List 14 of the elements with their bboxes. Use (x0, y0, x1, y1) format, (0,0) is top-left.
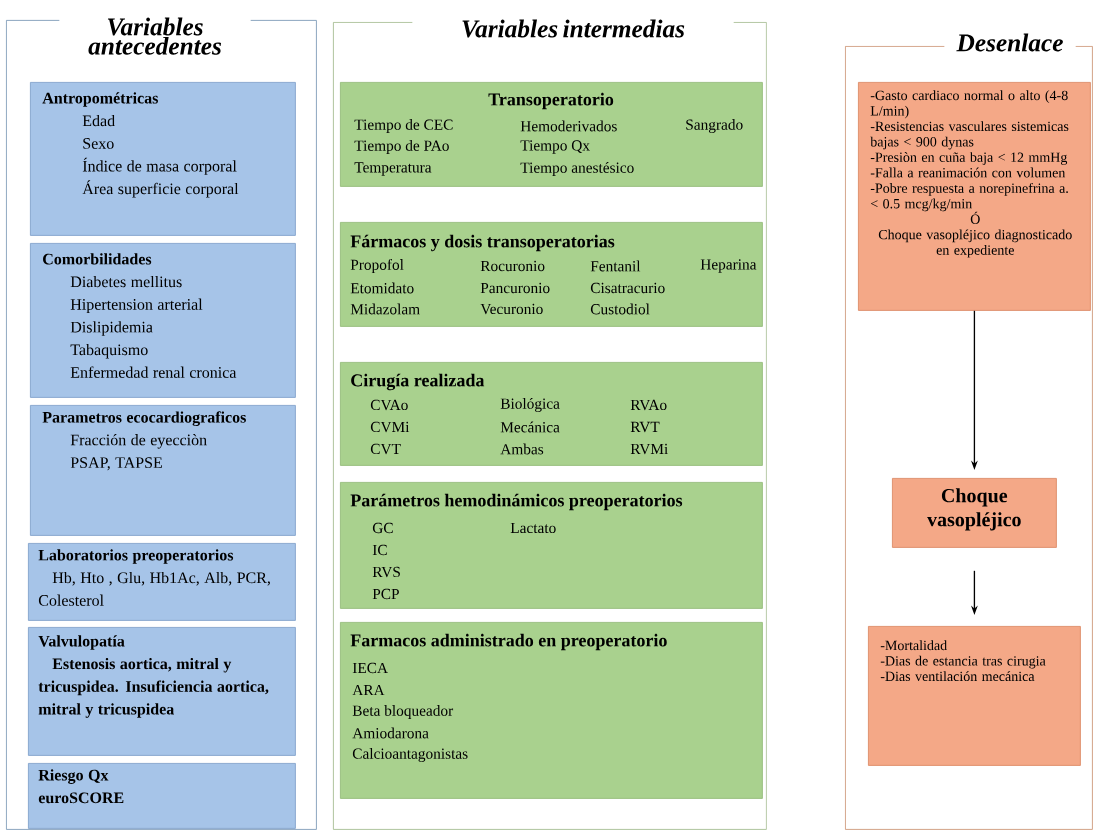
category-box: Comorbilidades Diabetes mellitus Hipertension arterial Dislipidemia Tabaquismo Enfermedad renal cronica (30, 243, 296, 398)
category-box: Cirugía realizada CVAo Biológica RVAo CVMi Mecánica RVT CVT Ambas RVMi (340, 362, 763, 466)
category-box: Antropométricas Edad Sexo Índice de masa corporal Área superficie corporal (30, 82, 296, 236)
category-box: Fármacos y dosis transoperatorias Propofol Rocuronio Fentanil Heparina Etomidato Pancuronio Cisatracurio Midazolam Vecuronio Custodiol (340, 222, 763, 327)
outcome-box: -Mortalidad -Dias de estancia tras cirugia -Dias ventilación mecánica (868, 626, 1081, 766)
outcome-box: Choque vasopléjico (892, 478, 1057, 548)
category-box: Parametros ecocardiograficos Fracción de eyecciòn PSAP, TAPSE (30, 405, 296, 536)
category-box: Laboratorios preoperatorios Hb, Hto , Glu, Hb1Ac, Alb, PCR, Colesterol (28, 543, 296, 621)
category-box: Riesgo Qx euroSCORE (28, 763, 296, 829)
category-box: Parámetros hemodinámicos preoperatorios GC Lactato IC RVS PCP (340, 482, 763, 609)
category-box: Valvulopatía Estenosis aortica, mitral y tricuspidea. Insuficiencia aortica, mitral y tricuspidea (28, 627, 296, 756)
outcome-box: -Gasto cardiaco normal o alto (4-8 L/min) -Resistencias vasculares sistemicas bajas < 900 dynas -Presiòn en cuña baja < 12 mmHg -Falla a reanimación con volumen -Pobre respuesta a norepinefrina a. < 0.5 mcg/kg/min Ó Choque vasopléjico diagnosticado en expediente (858, 82, 1091, 311)
category-box: Transoperatorio Tiempo de CEC Hemoderivados Sangrado Tiempo de PAo Tiempo Qx Temperatura Tiempo anestésico (340, 82, 763, 187)
category-box: Farmacos administrado en preoperatorio IECA ARA Beta bloqueador Amiodarona Calcioantagonistas (340, 622, 763, 799)
